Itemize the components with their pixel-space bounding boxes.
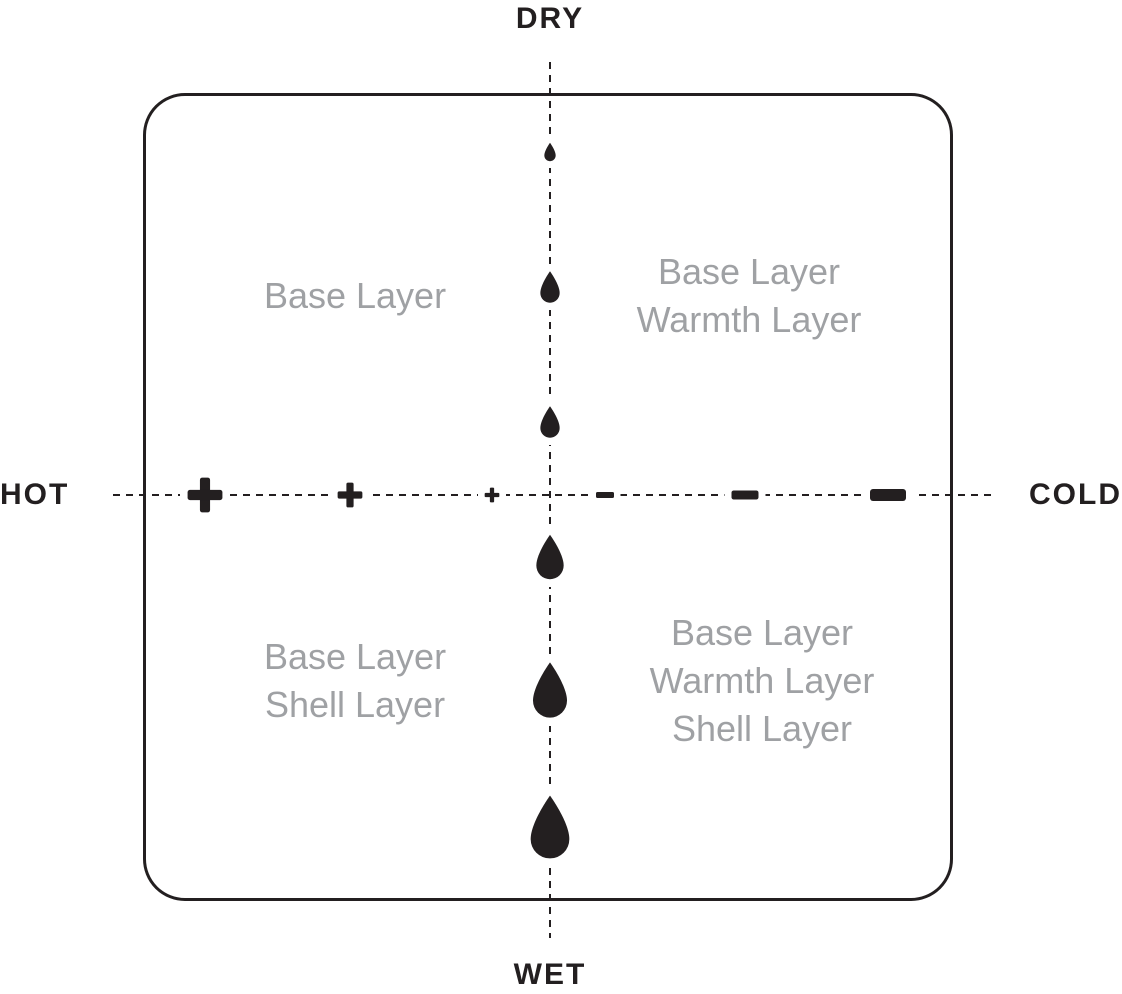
quadrant-line: Base Layer xyxy=(263,636,447,677)
plus-icon-large xyxy=(180,472,230,518)
plus-icon-small xyxy=(478,483,506,507)
minus-icon-medium xyxy=(724,486,766,504)
quadrant-line: Base Layer xyxy=(670,612,854,653)
quadrant-label-bottom-right: Base Layer Warmth Layer Shell Layer xyxy=(650,609,875,753)
axis-label-wet: WET xyxy=(513,958,587,991)
diagram-frame xyxy=(143,93,953,901)
temperature-axis-line xyxy=(113,494,991,496)
quadrant-line: Base Layer xyxy=(657,251,841,292)
water-drop-icon xyxy=(520,654,580,726)
minus-icon-small xyxy=(589,488,621,502)
quadrant-line: Warmth Layer xyxy=(649,660,875,701)
water-drop-icon xyxy=(525,527,575,587)
quadrant-label-top-right: Base Layer Warmth Layer xyxy=(637,248,862,344)
axis-label-cold: COLD xyxy=(1029,478,1122,511)
water-drop-icon xyxy=(537,136,563,168)
quadrant-line: Base Layer xyxy=(263,275,447,316)
quadrant-line: Shell Layer xyxy=(264,684,446,725)
water-drop-icon xyxy=(517,787,583,867)
water-drop-icon xyxy=(531,264,569,310)
quadrant-line: Shell Layer xyxy=(671,708,853,749)
quadrant-line: Warmth Layer xyxy=(636,299,862,340)
quadrant-label-top-left: Base Layer xyxy=(264,272,446,320)
minus-icon-large xyxy=(863,485,913,505)
quadrant-label-bottom-left: Base Layer Shell Layer xyxy=(264,633,446,729)
moisture-axis-line xyxy=(549,62,551,938)
axis-label-hot: HOT xyxy=(0,478,70,511)
axis-label-dry: DRY xyxy=(515,2,585,35)
water-drop-icon xyxy=(531,399,569,445)
plus-icon-medium xyxy=(330,477,370,513)
